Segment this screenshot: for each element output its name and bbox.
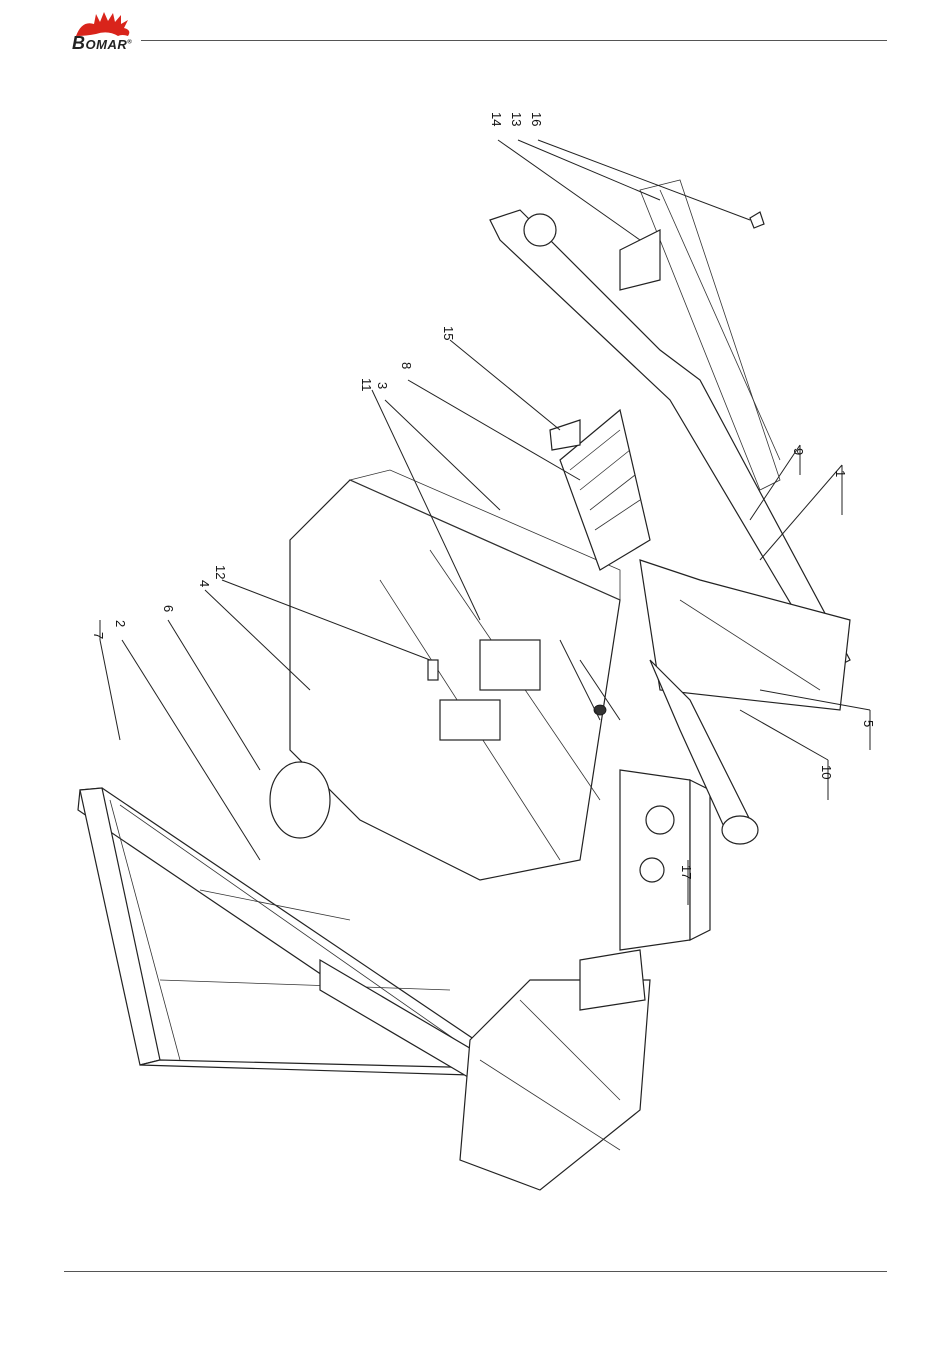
header-rule bbox=[141, 40, 887, 41]
brand-rest: OMAR bbox=[86, 37, 128, 52]
callout-label-5: 5 bbox=[861, 720, 876, 727]
callout-label-9: 9 bbox=[791, 448, 806, 455]
brand-first-letter: B bbox=[72, 33, 86, 53]
callout-7: 7 bbox=[91, 620, 120, 740]
callout-10: 10 bbox=[740, 710, 834, 800]
callout-6: 6 bbox=[161, 605, 260, 770]
callout-label-3: 3 bbox=[375, 382, 390, 389]
callout-8: 8 bbox=[399, 362, 580, 480]
callout-label-8: 8 bbox=[399, 362, 414, 369]
callout-label-4: 4 bbox=[197, 580, 212, 587]
exploded-assembly-drawing: 7 2 6 4 12 11 3 8 15 14 13 16 bbox=[60, 100, 890, 1210]
page-header: BOMAR® bbox=[0, 0, 950, 60]
brand-wordmark: BOMAR® bbox=[72, 33, 132, 54]
callout-label-2: 2 bbox=[113, 620, 128, 627]
callout-label-6: 6 bbox=[161, 605, 176, 612]
callout-label-13: 13 bbox=[509, 112, 524, 126]
callout-label-10: 10 bbox=[819, 765, 834, 779]
callout-15: 15 bbox=[441, 326, 560, 430]
base-stand bbox=[460, 950, 650, 1190]
footer-rule bbox=[64, 1271, 887, 1272]
callout-label-16: 16 bbox=[529, 112, 544, 126]
callout-label-12: 12 bbox=[213, 565, 228, 579]
callout-label-14: 14 bbox=[489, 112, 504, 126]
callout-label-17: 17 bbox=[679, 865, 694, 879]
callout-label-7: 7 bbox=[91, 632, 106, 639]
callout-label-1: 1 bbox=[833, 470, 848, 477]
callout-label-15: 15 bbox=[441, 326, 456, 340]
saw-body bbox=[270, 470, 620, 880]
callout-label-11: 11 bbox=[359, 378, 374, 392]
registered-mark: ® bbox=[127, 40, 132, 46]
callout-16: 16 bbox=[529, 112, 750, 220]
hydraulic-motor-unit bbox=[620, 770, 710, 950]
